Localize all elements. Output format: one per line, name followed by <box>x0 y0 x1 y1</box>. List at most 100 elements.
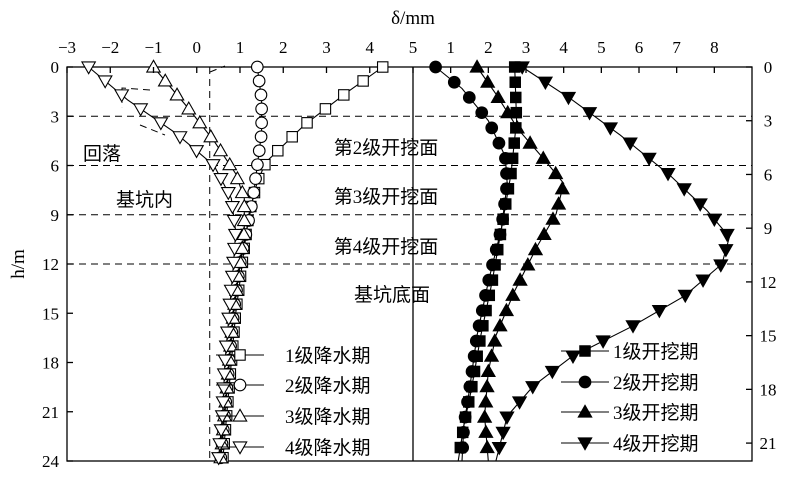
series-marker-right-2-23 <box>476 409 493 423</box>
series-marker-left-2-8 <box>229 170 246 185</box>
series-marker-right-1-2 <box>462 91 476 104</box>
series-marker-right-2-22 <box>478 394 494 408</box>
series-marker-left-1-5 <box>254 130 268 144</box>
series-marker-right-1-10 <box>496 212 509 226</box>
series-marker-right-3-11 <box>719 228 735 243</box>
legend-left-marker-0 <box>234 349 246 361</box>
left-xtick-label-8: 5 <box>409 38 418 57</box>
series-marker-left-0-0 <box>376 61 389 73</box>
right-xtick-label-3: 4 <box>559 38 568 57</box>
left-xtick-label-7: 4 <box>366 38 375 57</box>
right-xtick-label-6: 7 <box>672 38 681 57</box>
series-marker-left-2-12 <box>236 226 252 241</box>
left-ytick-label-7: 21 <box>42 403 59 422</box>
right-ytick-label-0: 0 <box>764 58 773 77</box>
series-marker-right-2-21 <box>479 378 495 393</box>
series-marker-right-2-1 <box>480 74 496 88</box>
series-marker-right-2-24 <box>478 424 494 438</box>
series-marker-right-1-12 <box>489 243 503 257</box>
series-marker-right-3-7 <box>660 167 676 182</box>
y-axis-label: h/m <box>8 249 29 279</box>
series-marker-right-1-23 <box>458 410 472 424</box>
right-annotation-0: 第2级开挖面 <box>334 137 439 159</box>
series-marker-left-2-10 <box>236 198 252 213</box>
series-marker-right-0-5 <box>508 137 520 149</box>
right-ytick-label-4: 12 <box>760 273 777 292</box>
series-marker-left-1-0 <box>250 60 264 74</box>
series-marker-right-2-25 <box>479 439 495 454</box>
series-marker-right-1-14 <box>482 273 496 287</box>
series-marker-left-3-14 <box>225 256 242 271</box>
left-annotation-0: 回落 <box>83 143 121 165</box>
series-marker-right-1-21 <box>463 380 477 394</box>
series-marker-right-3-19 <box>565 350 581 365</box>
series-marker-right-1-20 <box>465 365 479 378</box>
series-marker-right-1-19 <box>467 349 481 363</box>
series-marker-right-2-17 <box>492 317 508 332</box>
series-marker-left-3-24 <box>215 396 231 410</box>
series-marker-right-1-3 <box>475 106 489 120</box>
series-marker-left-3-3 <box>132 103 149 117</box>
series-marker-right-2-3 <box>500 104 516 119</box>
series-marker-right-1-22 <box>461 395 474 409</box>
series-marker-right-3-5 <box>622 137 638 151</box>
series-marker-right-3-2 <box>560 91 577 106</box>
right-ytick-label-6: 18 <box>760 380 777 399</box>
right-xtick-label-5: 6 <box>635 38 644 57</box>
legend-left-marker-3 <box>232 441 248 455</box>
legend-right-label-2: 3级开挖期 <box>613 402 699 424</box>
series-marker-left-2-1 <box>157 73 173 87</box>
series-marker-left-3-0 <box>80 61 97 75</box>
series-marker-left-3-25 <box>214 410 230 424</box>
series-marker-right-1-8 <box>500 182 513 196</box>
legend-left-marker-2 <box>232 408 248 422</box>
series-marker-right-2-18 <box>487 333 503 347</box>
series-marker-right-3-6 <box>641 152 657 167</box>
legend-left-item-2: 3级降水期 <box>216 406 371 428</box>
series-marker-right-1-13 <box>486 258 499 272</box>
series-marker-left-2-6 <box>212 142 229 157</box>
series-marker-left-2-11 <box>236 212 252 227</box>
series-right-1 <box>429 60 513 462</box>
left-ytick-label-6: 18 <box>42 354 59 373</box>
series-marker-right-1-17 <box>472 319 486 333</box>
right-xtick-label-0: 1 <box>446 38 455 57</box>
series-marker-left-2-9 <box>234 184 250 199</box>
series-marker-right-3-10 <box>706 213 722 228</box>
left-ytick-label-8: 24 <box>42 452 60 471</box>
legend-right-item-2: 3级开挖期 <box>561 402 699 424</box>
series-marker-left-1-7 <box>251 158 264 172</box>
series-marker-right-0-1 <box>509 76 521 88</box>
series-marker-right-3-25 <box>491 441 507 456</box>
right-ytick-label-2: 6 <box>764 165 773 184</box>
series-marker-left-2-7 <box>222 156 238 171</box>
right-xtick-label-4: 5 <box>597 38 606 57</box>
series-marker-left-3-9 <box>220 187 236 201</box>
series-marker-left-2-3 <box>181 101 197 115</box>
series-marker-right-2-12 <box>527 241 544 256</box>
series-marker-left-3-4 <box>153 117 169 131</box>
series-marker-left-3-17 <box>222 298 238 313</box>
series-marker-left-0-2 <box>338 89 350 101</box>
series-marker-left-1-3 <box>255 102 268 116</box>
series-right-3 <box>491 61 735 462</box>
series-marker-right-3-15 <box>677 289 693 304</box>
series-marker-right-2-2 <box>490 89 506 104</box>
series-marker-left-3-28 <box>211 452 227 466</box>
series-marker-left-3-26 <box>213 424 229 438</box>
legend-left-label-1: 2级降水期 <box>285 375 371 397</box>
right-xtick-label-2: 3 <box>522 38 531 57</box>
series-marker-right-2-20 <box>480 363 496 378</box>
series-marker-right-2-4 <box>509 120 525 134</box>
series-marker-left-3-11 <box>226 214 242 229</box>
series-marker-right-3-1 <box>537 76 554 91</box>
legend-left-marker-1 <box>233 378 247 392</box>
series-marker-left-1-4 <box>255 116 268 130</box>
legend-left-item-1: 2级降水期 <box>216 375 371 397</box>
series-marker-right-3-14 <box>695 274 711 288</box>
series-marker-right-3-23 <box>499 411 515 425</box>
series-marker-left-3-12 <box>227 228 244 243</box>
series-marker-left-3-23 <box>216 382 232 396</box>
